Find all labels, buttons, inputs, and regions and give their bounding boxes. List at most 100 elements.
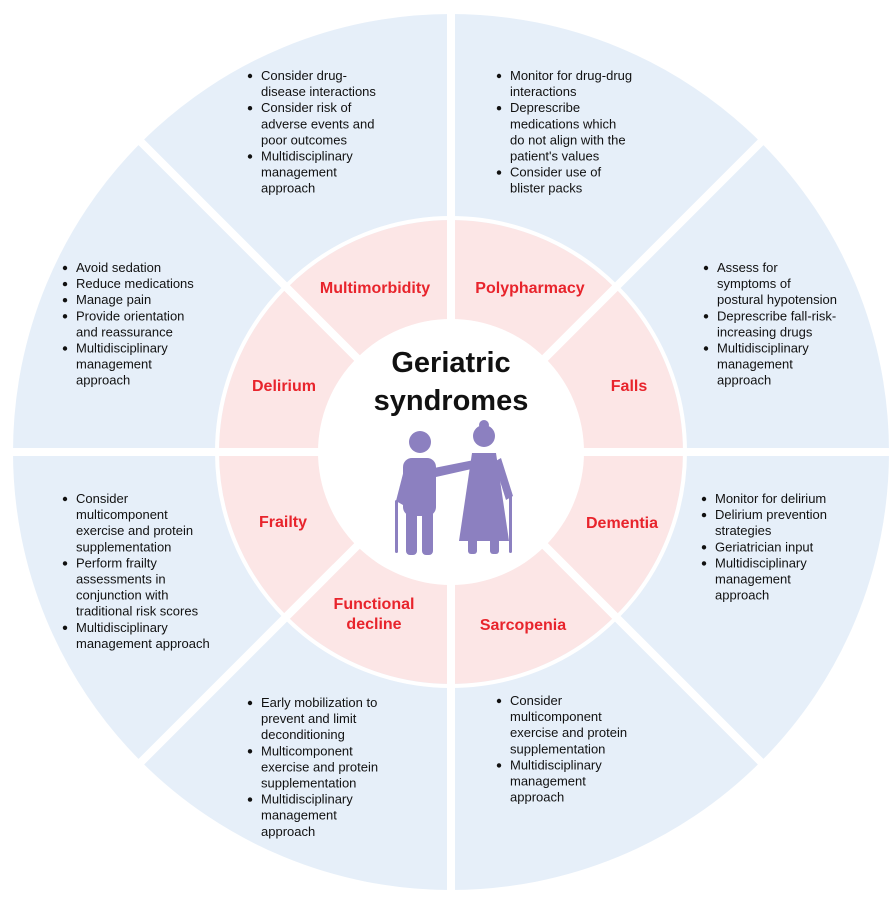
bullet-dot <box>703 314 709 319</box>
bullet-text: increasing drugs <box>717 324 813 339</box>
bullet-dot <box>247 700 253 706</box>
bullet-text: approach <box>76 373 130 388</box>
syndrome-label-falls: Falls <box>611 378 648 395</box>
bullet-text: conjunction with <box>76 588 169 603</box>
bullet-text: Consider risk of <box>261 100 352 115</box>
syndrome-label-multimorbidity: Multimorbidity <box>320 280 430 297</box>
bullet-text: management <box>715 572 791 587</box>
recommendations-multimorbidity: Consider drug-disease interactionsConsid… <box>247 68 376 196</box>
bullet-dot <box>247 154 253 159</box>
bullet-text: Consider drug- <box>261 68 347 83</box>
bullet-dot <box>62 625 68 630</box>
bullet-dot <box>62 265 68 271</box>
recommendations-polypharmacy: Monitor for drug-druginteractionsDepresc… <box>496 68 632 196</box>
syndrome-label-delirium: Delirium <box>252 378 316 395</box>
bullet-text: Multidisciplinary <box>261 792 353 807</box>
bullet-text: patient's values <box>510 149 600 164</box>
bullet-text: interactions <box>510 84 577 99</box>
center-title: Geriatric syndromes <box>374 347 529 417</box>
bullet-dot <box>701 545 707 550</box>
bullet-text: management <box>510 774 586 789</box>
bullet-text: Multidisciplinary <box>261 149 353 164</box>
bullet-dot <box>62 346 68 351</box>
bullet-text: exercise and protein <box>261 759 378 774</box>
bullet-text: approach <box>717 373 771 388</box>
bullet-text: Reduce medications <box>76 276 194 291</box>
bullet-dot <box>62 496 68 502</box>
bullet-dot <box>247 73 253 79</box>
bullet-dot <box>703 265 709 271</box>
title-line-1: Geriatric <box>391 347 510 379</box>
bullet-text: supplementation <box>76 539 171 554</box>
syndrome-labels: PolypharmacyFallsDementiaSarcopeniaFunct… <box>252 280 658 634</box>
bullet-dot <box>247 106 253 111</box>
bullet-text: approach <box>510 790 564 805</box>
bullet-text: postural hypotension <box>717 292 837 307</box>
bullet-text: multicomponent <box>76 507 168 522</box>
bullet-text: Multidisciplinary <box>510 757 602 772</box>
bullet-text: Perform frailty <box>76 555 157 570</box>
bullet-dot <box>701 512 707 518</box>
bullet-text: traditional risk scores <box>76 604 199 619</box>
center-disc <box>318 319 584 585</box>
bullet-dot <box>62 314 68 319</box>
bullet-text: Multicomponent <box>261 743 353 758</box>
bullet-text: Deprescribe fall-risk- <box>717 308 836 323</box>
bullet-dot <box>62 281 68 287</box>
bullet-text: prevent and limit <box>261 711 357 726</box>
bullet-text: Consider use of <box>510 165 601 180</box>
bullet-dot <box>496 106 502 111</box>
bullet-text: assessments in <box>76 572 166 587</box>
recommendation-lists: Monitor for drug-druginteractionsDepresc… <box>62 68 837 839</box>
elderly-couple-icon <box>395 420 513 555</box>
bullet-dot <box>701 496 707 502</box>
bullet-text: Provide orientation <box>76 308 184 323</box>
ring-separator <box>215 216 687 688</box>
bullet-dot <box>703 346 709 351</box>
syndrome-label-polypharmacy: Polypharmacy <box>475 280 584 297</box>
bullet-text: Multidisciplinary <box>76 620 168 635</box>
bullet-text: management <box>717 357 793 372</box>
bullet-text: Manage pain <box>76 292 151 307</box>
bullet-text: disease interactions <box>261 84 376 99</box>
bullet-text: approach <box>261 181 315 196</box>
bullet-text: and reassurance <box>76 324 173 339</box>
bullet-dot <box>247 749 253 754</box>
bullet-dot <box>496 698 502 704</box>
bullet-dot <box>701 561 707 566</box>
bullet-text: Consider <box>510 693 563 708</box>
bullet-text: Consider <box>76 491 129 506</box>
bullet-text: Early mobilization to <box>261 695 377 710</box>
bullet-dot <box>496 73 502 79</box>
bullet-text: Monitor for delirium <box>715 491 826 506</box>
bullet-text: Deprescribe <box>510 100 580 115</box>
bullet-text: adverse events and <box>261 116 374 131</box>
bullet-text: multicomponent <box>510 709 602 724</box>
bullet-text: supplementation <box>261 776 356 791</box>
bullet-text: management approach <box>76 636 210 651</box>
bullet-text: poor outcomes <box>261 132 347 147</box>
bullet-text: Multidisciplinary <box>717 341 809 356</box>
bullet-text: strategies <box>715 523 772 538</box>
bullet-text: Multidisciplinary <box>76 341 168 356</box>
bullet-text: Monitor for drug-drug <box>510 68 632 83</box>
bullet-text: Multidisciplinary <box>715 555 807 570</box>
bullet-text: supplementation <box>510 741 605 756</box>
bullet-text: exercise and protein <box>76 523 193 538</box>
bullet-dot <box>496 170 502 175</box>
bullet-dot <box>62 561 68 566</box>
bullet-text: approach <box>715 588 769 603</box>
bullet-text: Geriatrician input <box>715 539 814 554</box>
syndrome-label-functional-decline: decline <box>346 616 401 633</box>
bullet-text: management <box>261 808 337 823</box>
bullet-text: Delirium prevention <box>715 507 827 522</box>
title-line-2: syndromes <box>374 385 529 417</box>
syndrome-label-frailty: Frailty <box>259 514 307 531</box>
bullet-text: management <box>76 357 152 372</box>
